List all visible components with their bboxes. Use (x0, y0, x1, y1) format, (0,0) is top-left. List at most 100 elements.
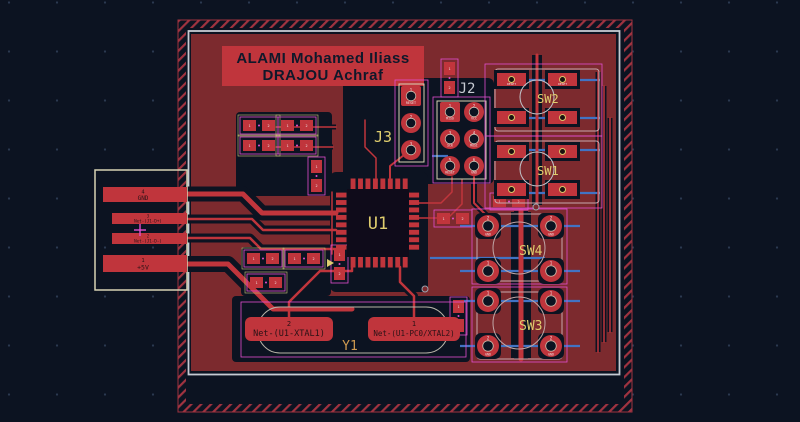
y1-pad-2[interactable] (245, 317, 333, 341)
passive-pad[interactable] (453, 300, 464, 313)
component-sw1[interactable]: SW1 (484, 135, 603, 209)
j2-pad-number: 3 (449, 131, 452, 136)
sw2-outline (494, 68, 600, 132)
passive-pad[interactable] (288, 253, 301, 264)
u1-pad[interactable] (380, 257, 386, 268)
j3-pad-hole (406, 118, 416, 128)
passive-pad[interactable] (281, 120, 294, 131)
passive-pad[interactable] (456, 213, 469, 224)
passive-pad[interactable] (512, 196, 525, 207)
u1-pad[interactable] (372, 178, 378, 190)
u1-pad[interactable] (408, 214, 420, 220)
u1-pad[interactable] (408, 222, 420, 228)
u1-pad[interactable] (358, 257, 363, 268)
passive-pad[interactable] (250, 277, 263, 288)
u1-pad[interactable] (336, 229, 347, 235)
j1-pad-1[interactable] (103, 255, 187, 272)
u1-pad[interactable] (408, 200, 420, 205)
passive-pad-number: 2 (312, 257, 314, 261)
passive-pad[interactable] (266, 253, 279, 264)
u1-pad[interactable] (387, 257, 393, 268)
passive-pad-number: 1 (457, 305, 459, 309)
passive-fab-outline (282, 247, 326, 270)
u1-pad[interactable] (408, 237, 420, 243)
u1-pad[interactable] (380, 178, 386, 190)
passive-pad[interactable] (334, 267, 345, 280)
passive-pad[interactable] (243, 140, 256, 151)
passive-courtyard (246, 273, 286, 292)
passive-pad[interactable] (334, 248, 345, 261)
u1-pad[interactable] (336, 237, 347, 243)
passive-pad[interactable] (300, 120, 313, 131)
u1-pad[interactable] (372, 257, 378, 268)
passive-pad[interactable] (281, 140, 294, 151)
u1-pad[interactable] (336, 214, 347, 220)
passive-pad[interactable] (307, 253, 320, 264)
u1-pad[interactable] (387, 178, 393, 190)
u1-pad[interactable] (336, 207, 347, 213)
passive-pad-number: 2 (274, 281, 276, 285)
j1-pad-2[interactable] (112, 233, 187, 244)
u1-pad[interactable] (336, 200, 347, 205)
title-block[interactable]: ALAMI Mohamed Iliass DRAJOU Achraf (222, 46, 424, 86)
passive-pad[interactable] (493, 196, 506, 207)
vias[interactable] (421, 203, 540, 293)
u1-pad[interactable] (402, 178, 408, 190)
passive-pad[interactable] (243, 120, 256, 131)
u1-pad[interactable] (365, 257, 371, 268)
passive-pad[interactable] (247, 253, 260, 264)
u1-pad[interactable] (408, 244, 420, 250)
passive-pad[interactable] (269, 277, 282, 288)
j1-pad-3[interactable] (112, 213, 187, 224)
y1-pad-1[interactable] (368, 317, 460, 341)
title-block-plate (222, 46, 424, 86)
u1-pad[interactable] (395, 178, 401, 190)
passive-pad[interactable] (262, 120, 275, 131)
u1-body[interactable] (347, 189, 409, 257)
component-j3[interactable]: 123 J3 RESET (374, 79, 429, 167)
passive-pad[interactable] (444, 62, 455, 75)
u1-pad[interactable] (408, 207, 420, 213)
u1-pad[interactable] (365, 178, 371, 190)
u1-pad[interactable] (408, 229, 420, 235)
smd-passive[interactable]: 12 (307, 156, 326, 196)
u1-pad[interactable] (350, 178, 356, 190)
passive-pad[interactable] (444, 81, 455, 94)
passive-pad[interactable] (311, 160, 322, 173)
passive-courtyard (277, 136, 317, 155)
u1-pad[interactable] (358, 178, 363, 190)
passive-pad[interactable] (300, 140, 313, 151)
u1-pad[interactable] (402, 257, 408, 268)
passive-pad[interactable] (437, 213, 450, 224)
u1-pad[interactable] (408, 192, 420, 198)
connector-j1-outline (94, 169, 188, 291)
u1-pad[interactable] (350, 257, 356, 268)
u1-pad[interactable] (336, 222, 347, 228)
j1-pad-4[interactable] (103, 187, 187, 202)
u1-pad[interactable] (336, 244, 347, 250)
component-y1[interactable]: 2 Net-(U1-XTAL1) 1 Net-(U1-PC0/XTAL2) Y1 (240, 301, 467, 358)
u1-pad[interactable] (336, 192, 347, 198)
connector-j1[interactable]: 4 GND 3 Net-(J1-D+) 2 Net-(J1-D-) 1 +5V (94, 169, 188, 291)
sw3-pad-ring (545, 340, 557, 352)
sw2-pad-hole (559, 114, 566, 121)
sw4-outline (476, 213, 563, 282)
u1-pad[interactable] (395, 257, 401, 268)
component-u1[interactable]: U1 (327, 178, 420, 268)
j3-pad-hole (406, 145, 416, 155)
sw2-pad-hole (508, 76, 515, 83)
passive-pad[interactable] (311, 179, 322, 192)
passive-pad[interactable] (262, 140, 275, 151)
